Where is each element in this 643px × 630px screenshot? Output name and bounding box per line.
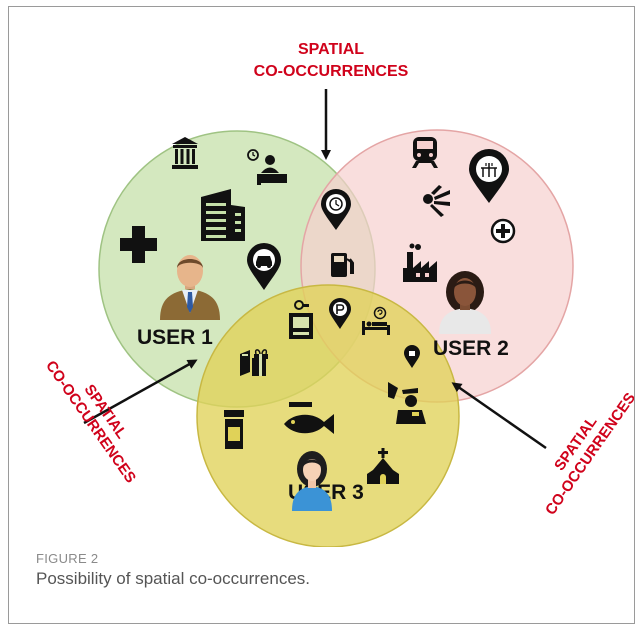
fish-icon [284,402,334,434]
user1-label: USER 1 [137,326,213,349]
gas-station-icon [331,253,354,277]
businessman-avatar-icon [160,255,220,320]
car-location-pin-icon [247,243,281,290]
user2-label: USER 2 [433,337,509,360]
right-label-line2: CO-OCCURRENCES [542,390,634,519]
left-label: SPATIAL CO-OCCURRENCES [42,358,139,487]
office-building-icon [201,189,245,241]
atm-machine-icon [289,300,313,339]
bank-icon [172,137,198,169]
train-icon [412,137,438,168]
hotel-bed-icon [362,306,390,335]
location-pin-icon [404,345,420,368]
pill-bottle-icon [224,410,244,449]
bookstore-gift-icon [240,349,268,376]
hospital-cross-icon [120,226,157,263]
left-label-line2: CO-OCCURRENCES [42,358,139,487]
caption-text: Possibility of spatial co-occurrences. [36,569,311,588]
woman-avatar-icon [292,451,332,511]
right-arrow [451,382,547,450]
parking-pin-icon [329,298,351,329]
figure-number: FIGURE 2 [36,551,99,566]
church-icon [367,448,399,484]
top-label-line2: CO-OCCURRENCES [254,63,409,80]
medical-plus-icon [490,218,516,244]
figure-frame: SPATIAL CO-OCCURRENCES SPATIAL CO-OCCURR… [8,6,635,624]
woman-avatar-icon [439,271,491,334]
time-location-pin-icon [321,189,351,230]
receptionist-icon [247,149,287,185]
restaurant-location-pin-icon [469,149,509,203]
figure-caption: FIGURE 2 Possibility of spatial co-occur… [36,551,310,589]
top-label-line1: SPATIAL [298,41,364,58]
factory-icon [403,243,437,282]
left-arrow [83,359,198,425]
wind-icon [423,185,450,217]
right-label: SPATIAL CO-OCCURRENCES [542,390,634,519]
venn-diagram: SPATIAL CO-OCCURRENCES SPATIAL CO-OCCURR… [42,41,634,547]
police-officer-icon [388,382,426,424]
